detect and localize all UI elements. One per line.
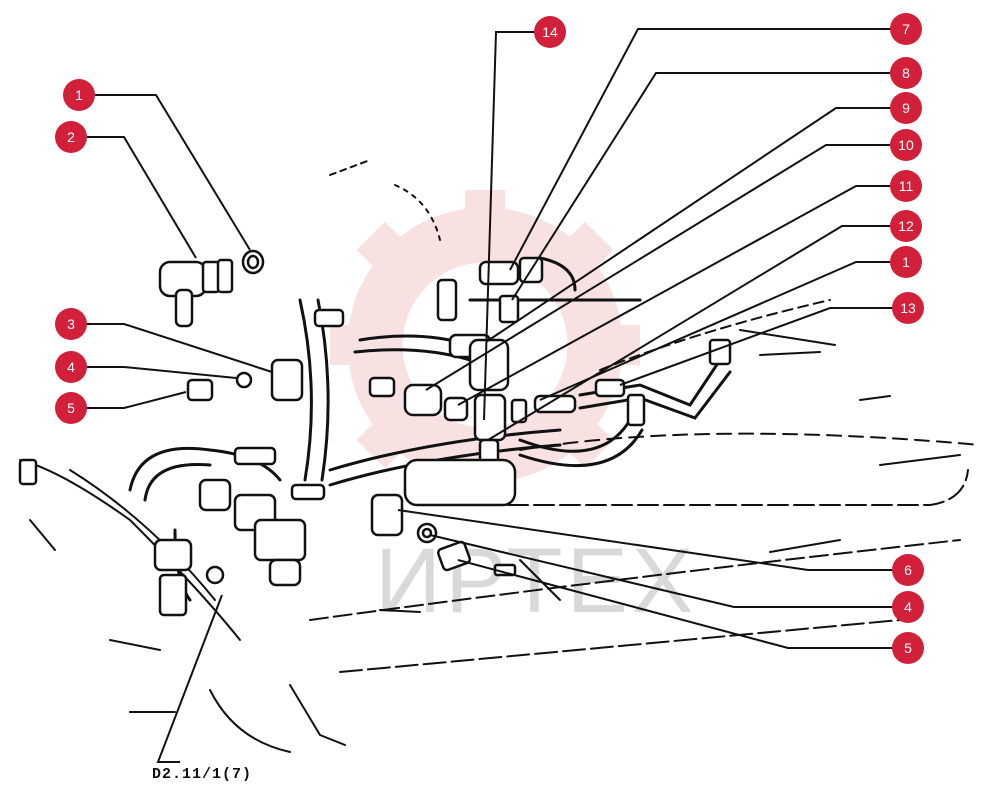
callout-7: 7 — [890, 13, 922, 45]
callout-2: 2 — [55, 121, 87, 153]
svg-text:14: 14 — [542, 24, 558, 40]
svg-text:1: 1 — [75, 87, 83, 103]
svg-text:2: 2 — [67, 129, 75, 145]
machine-outline — [19, 159, 981, 753]
leader-lines — [72, 28, 908, 763]
callout-4-left: 4 — [55, 351, 87, 383]
svg-text:11: 11 — [899, 178, 914, 194]
svg-text:8: 8 — [902, 65, 910, 81]
callout-13: 13 — [892, 292, 924, 324]
callout-10: 10 — [890, 129, 922, 161]
callout-8: 8 — [890, 57, 922, 89]
svg-text:7: 7 — [902, 21, 910, 37]
svg-text:1: 1 — [902, 254, 910, 270]
callout-3: 3 — [55, 308, 87, 340]
callout-markers: 1 2 3 4 5 14 7 8 9 10 11 12 1 13 6 4 5 — [55, 13, 924, 664]
callout-11: 11 — [890, 170, 922, 202]
svg-text:12: 12 — [898, 218, 914, 234]
svg-text:9: 9 — [902, 100, 910, 116]
callout-5-right: 5 — [892, 632, 924, 664]
svg-text:5: 5 — [904, 640, 912, 656]
svg-text:4: 4 — [67, 359, 75, 375]
svg-text:6: 6 — [904, 562, 912, 578]
callout-9: 9 — [890, 92, 922, 124]
diagram-reference-label: D2.11/1(7) — [152, 766, 252, 783]
part-mounting-block — [403, 458, 517, 507]
svg-text:5: 5 — [67, 400, 75, 416]
callout-5-left: 5 — [55, 392, 87, 424]
callout-1-right: 1 — [890, 246, 922, 278]
part-bracket — [370, 493, 404, 537]
svg-text:10: 10 — [898, 137, 914, 153]
svg-text:3: 3 — [67, 316, 75, 332]
callout-12: 12 — [890, 210, 922, 242]
part-bolt — [186, 378, 214, 402]
svg-text:4: 4 — [904, 599, 912, 615]
part-valve-body — [468, 338, 510, 392]
fittings — [18, 249, 732, 617]
callout-1-top: 1 — [63, 79, 95, 111]
part-clamp — [270, 358, 304, 402]
callout-14: 14 — [534, 16, 566, 48]
callout-4-right: 4 — [892, 591, 924, 623]
callout-6: 6 — [892, 554, 924, 586]
svg-text:13: 13 — [900, 300, 916, 316]
